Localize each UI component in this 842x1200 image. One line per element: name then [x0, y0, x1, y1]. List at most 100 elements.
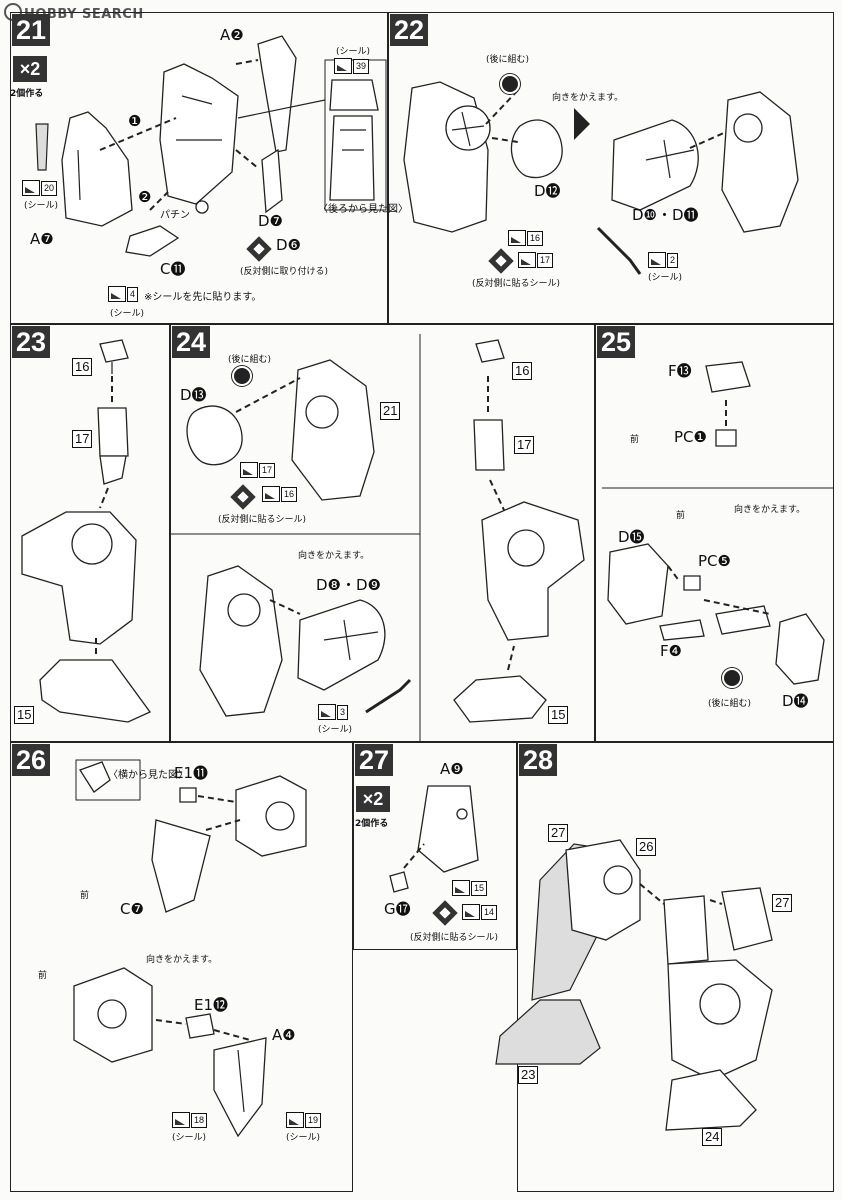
view-note: 〈横から見た図〉	[108, 770, 188, 781]
step-ref-box: 15	[14, 706, 35, 724]
step-number: 25	[597, 326, 636, 358]
sticker-ref: 3	[318, 704, 349, 720]
panel-step-24	[170, 324, 595, 742]
sticker-icon	[286, 1112, 304, 1128]
seal-label: (シール)	[24, 201, 59, 211]
reverse-seal-note: (反対側に貼るシール)	[472, 279, 561, 289]
sticker-icon	[508, 230, 526, 246]
part-label: D⓯	[618, 528, 645, 546]
sticker-ref: 16	[508, 230, 544, 246]
part-label: D❽・D❾	[316, 576, 381, 594]
combine-later-icon	[500, 74, 520, 94]
reverse-note: (反対側に取り付ける)	[240, 267, 329, 277]
sticker-ref: 2	[648, 252, 679, 268]
turn-note: 向きをかえます。	[552, 93, 624, 103]
seal-label: (シール)	[286, 1133, 321, 1143]
combine-later-note: (後に組む)	[486, 55, 530, 65]
part-label: D⓮	[782, 692, 809, 710]
part-label: D❿・D⓫	[632, 206, 699, 224]
step-number: 21	[12, 14, 51, 46]
front-label: 前	[676, 511, 686, 521]
part-label: C❼	[120, 900, 144, 918]
step-ref-box: 16	[72, 358, 93, 376]
seal-label: (シール)	[648, 273, 683, 283]
step-number: 26	[12, 744, 51, 776]
step-ref-box: 27	[548, 824, 569, 842]
step-ref-box: 15	[548, 706, 569, 724]
sticker-icon	[172, 1112, 190, 1128]
panel-step-28	[517, 742, 834, 1192]
reverse-seal-note: (反対側に貼るシール)	[410, 933, 499, 943]
step-ref-box: 24	[702, 1128, 723, 1146]
panel-step-27	[353, 742, 517, 950]
step-25-drawing	[602, 361, 834, 685]
sticker-ref: 19	[286, 1112, 322, 1128]
combine-later-note: (後に組む)	[708, 699, 752, 709]
step-ref-box: 23	[518, 1066, 539, 1084]
sticker-ref: 16	[262, 486, 298, 502]
step-number: 27	[355, 744, 394, 776]
front-label: 前	[80, 891, 90, 901]
step-ref-box: 17	[514, 436, 535, 454]
seal-label: (シール)	[336, 47, 371, 57]
sticker-icon	[648, 252, 666, 268]
combine-later-note: (後に組む)	[228, 355, 272, 365]
pre-apply-note: ※シールを先に貼ります。	[144, 292, 262, 303]
part-label: A❾	[440, 760, 464, 778]
step-ref-box: 21	[380, 402, 401, 420]
step-order: ❶	[128, 112, 142, 130]
part-label: PC❺	[698, 552, 731, 570]
step-order: ❷	[138, 188, 152, 206]
step-ref-box: 27	[772, 894, 793, 912]
panel-step-21	[10, 12, 388, 324]
sticker-ref: 17	[518, 252, 554, 268]
combine-later-icon	[722, 668, 742, 688]
step-23-drawing	[21, 339, 151, 723]
combine-later-icon	[232, 366, 252, 386]
panel-step-23	[10, 324, 170, 742]
part-label: A❹	[272, 1026, 296, 1044]
view-note: 〈後ろから見た図〉	[318, 204, 408, 215]
front-label: 前	[630, 435, 640, 445]
part-label: D❼	[258, 212, 283, 230]
snap-note: パチン	[160, 210, 190, 221]
sticker-ref: 14	[462, 904, 498, 920]
part-label: C⓫	[160, 260, 186, 278]
part-label: D⓬	[534, 182, 561, 200]
step-22-drawing	[403, 81, 799, 275]
sticker-ref: 39	[334, 58, 370, 74]
sticker-ref: 20	[22, 180, 58, 196]
sticker-ref: 15	[452, 880, 488, 896]
sticker-ref: 18	[172, 1112, 208, 1128]
sticker-ref: 17	[240, 462, 276, 478]
sticker-icon	[334, 58, 352, 74]
turn-note: 向きをかえます。	[298, 551, 370, 561]
sticker-icon	[518, 252, 536, 268]
sticker-icon	[262, 486, 280, 502]
multiplier-badge: ×2	[356, 786, 390, 812]
part-label: A❷	[220, 26, 244, 44]
turn-note: 向きをかえます。	[146, 955, 218, 965]
part-label: E1⓫	[174, 764, 209, 782]
make-two-note: 2個作る	[10, 89, 44, 99]
part-label: D❻	[276, 236, 301, 254]
seal-label: (シール)	[110, 309, 145, 319]
step-ref-box: 26	[636, 838, 657, 856]
part-label: G⓱	[384, 900, 411, 918]
step-27-drawing	[389, 785, 479, 893]
step-21-drawing	[35, 35, 387, 257]
step-26-drawing	[73, 759, 307, 1138]
step-number: 23	[12, 326, 51, 358]
panel-step-26	[10, 742, 353, 1192]
sticker-icon	[240, 462, 258, 478]
step-number: 22	[390, 14, 429, 46]
panel-step-22	[388, 12, 834, 324]
panel-step-25	[595, 324, 834, 742]
sticker-icon	[108, 286, 126, 302]
sticker-icon	[462, 904, 480, 920]
step-number: 24	[172, 326, 211, 358]
reverse-seal-note: (反対側に貼るシール)	[218, 515, 307, 525]
part-label: E1⓬	[194, 996, 229, 1014]
